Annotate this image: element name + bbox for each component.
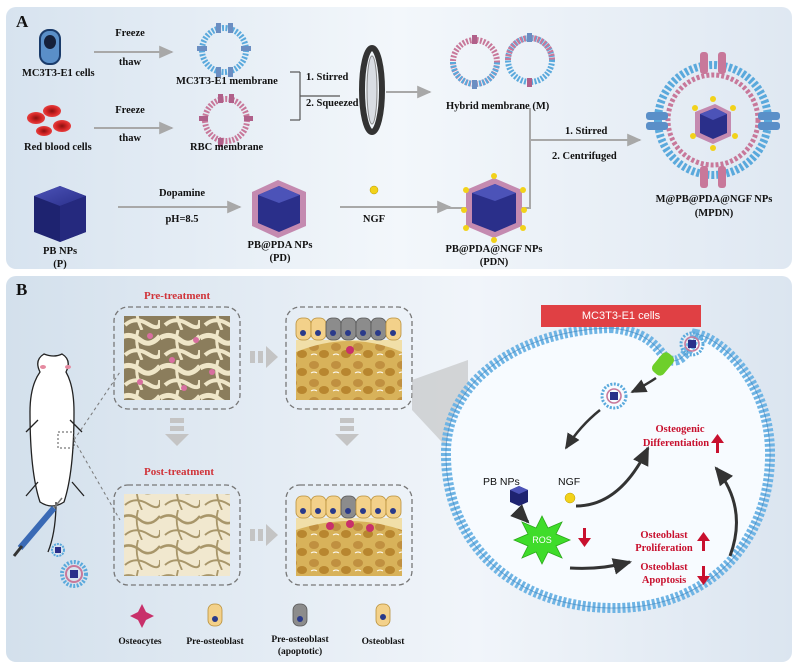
legend-osteocyte-icon bbox=[130, 604, 154, 628]
ros-label: ROS bbox=[532, 535, 552, 545]
pb-np-small bbox=[510, 486, 528, 506]
mc3t3-membrane-vesicle bbox=[197, 23, 251, 77]
thaw-label-2: thaw bbox=[118, 133, 142, 144]
osteogenic-up-arrow bbox=[711, 434, 724, 453]
mouse-icon bbox=[25, 353, 85, 553]
mc3t3-cell-icon bbox=[39, 29, 61, 65]
hybrid-membrane-vesicles bbox=[450, 33, 555, 89]
zoom-lines bbox=[73, 371, 121, 521]
arrow-prolif-to-osteogenic bbox=[714, 466, 738, 557]
membrane-channel bbox=[651, 352, 675, 376]
post-bone-image bbox=[124, 494, 230, 576]
prolif-label-2: Proliferation bbox=[635, 543, 693, 554]
pb-nps-cell-label: PB NPs bbox=[483, 476, 520, 488]
flow-arrows-b bbox=[165, 346, 359, 546]
panel-b-letter: B bbox=[16, 280, 28, 299]
post-tissue-frame bbox=[285, 484, 413, 586]
ph-label: pH=8.5 bbox=[165, 214, 199, 225]
arrow-ngf-to-osteogenic bbox=[575, 446, 650, 508]
pd-label-2: (PD) bbox=[269, 253, 291, 264]
arrow-release bbox=[564, 409, 601, 450]
centrifuged-label: 2. Centrifuged bbox=[552, 151, 617, 162]
prolif-up-arrow bbox=[697, 532, 710, 551]
red-blood-cells-icon bbox=[27, 105, 71, 136]
ngf-cell-label: NGF bbox=[558, 476, 581, 488]
arrow-uptake bbox=[630, 376, 657, 394]
mpdn-label-1: M@PB@PDA@NGF NPs bbox=[655, 194, 773, 205]
merge-bracket bbox=[299, 72, 340, 120]
rbc-membrane-vesicle bbox=[199, 94, 253, 147]
arrow-to-apoptosis bbox=[569, 558, 633, 575]
pdn-nanoparticle bbox=[461, 173, 527, 243]
legend-preosteoblast-icon bbox=[207, 603, 223, 627]
internal-particle bbox=[600, 382, 628, 410]
ros-down-arrow bbox=[578, 528, 591, 547]
osteogenic-label-1: Osteogenic bbox=[655, 424, 705, 435]
panel-a-bg bbox=[6, 7, 792, 269]
mpdn-particle bbox=[646, 52, 780, 188]
mc3t3-membrane-label: MC3T3-E1 membrane bbox=[176, 76, 278, 87]
thaw-label-1: thaw bbox=[118, 57, 142, 68]
mpdn-label-2: (MPDN) bbox=[694, 208, 734, 219]
legend-apoptotic-icon bbox=[292, 603, 308, 627]
hybrid-membrane-label: Hybrid membrane (M) bbox=[446, 101, 550, 112]
injected-particle-large bbox=[60, 560, 88, 588]
pb-nps-label-2: (P) bbox=[53, 259, 67, 270]
pre-tissue-image bbox=[295, 317, 402, 400]
panel-a-letter: A bbox=[16, 12, 29, 31]
prolif-label-1: Osteoblast bbox=[640, 530, 688, 541]
osteogenic-label-2: Differentiation bbox=[642, 438, 710, 449]
apop-label-2: Apoptosis bbox=[641, 575, 687, 586]
mc3t3-cells-label: MC3T3-E1 cells bbox=[22, 68, 95, 79]
incoming-particle bbox=[679, 331, 705, 357]
pd-label-1: PB@PDA NPs bbox=[247, 240, 313, 251]
syringe-icon bbox=[12, 497, 63, 557]
apop-down-arrow bbox=[697, 566, 710, 585]
pdn-label-1: PB@PDA@NGF NPs bbox=[445, 244, 543, 255]
pb-nps-label-1: PB NPs bbox=[42, 246, 78, 257]
pre-bone-frame bbox=[113, 306, 241, 410]
pd-nanoparticle bbox=[252, 180, 306, 238]
ros-burst bbox=[512, 515, 572, 565]
mc3t3-cells-banner: MC3T3-E1 cells bbox=[541, 305, 701, 327]
rbc-label: Red blood cells bbox=[24, 142, 92, 153]
post-tissue-image bbox=[295, 495, 402, 576]
legend-apoptotic-2: (apoptotic) bbox=[277, 647, 323, 657]
rbc-membrane-label: RBC membrane bbox=[190, 142, 264, 153]
extruder-filter-icon bbox=[359, 45, 385, 135]
legend-osteocytes: Osteocytes bbox=[118, 637, 162, 647]
freeze-label-1: Freeze bbox=[115, 28, 145, 39]
pre-tissue-frame bbox=[285, 306, 413, 410]
legend-preosteoblast: Pre-osteoblast bbox=[186, 637, 244, 647]
injected-particle-small bbox=[51, 543, 65, 557]
post-bone-frame bbox=[113, 484, 241, 586]
legend-apoptotic-1: Pre-osteoblast bbox=[271, 635, 329, 645]
freeze-label-2: Freeze bbox=[115, 105, 145, 116]
apop-label-1: Osteoblast bbox=[640, 562, 688, 573]
ngf-label: NGF bbox=[362, 214, 386, 225]
pre-bone-osteocytes bbox=[137, 333, 215, 391]
pdn-label-2: (PDN) bbox=[479, 257, 509, 268]
pb-nanoparticle-cube bbox=[34, 186, 86, 242]
ngf-small-dot bbox=[564, 492, 576, 504]
legend-osteoblast-icon bbox=[375, 603, 391, 627]
stirred-label: 1. Stirred bbox=[306, 72, 349, 83]
arrow-pb-to-ros bbox=[510, 504, 530, 524]
ngf-dot bbox=[369, 185, 379, 195]
squeezed-label: 2. Squeezed bbox=[306, 98, 359, 109]
pre-treatment-title: Pre-treatment bbox=[144, 290, 211, 302]
legend-osteoblast: Osteoblast bbox=[361, 637, 405, 647]
stirred2-label: 1. Stirred bbox=[565, 126, 608, 137]
pre-bone-image bbox=[124, 316, 230, 400]
post-treatment-title: Post-treatment bbox=[144, 466, 215, 478]
dopamine-label: Dopamine bbox=[158, 188, 206, 199]
